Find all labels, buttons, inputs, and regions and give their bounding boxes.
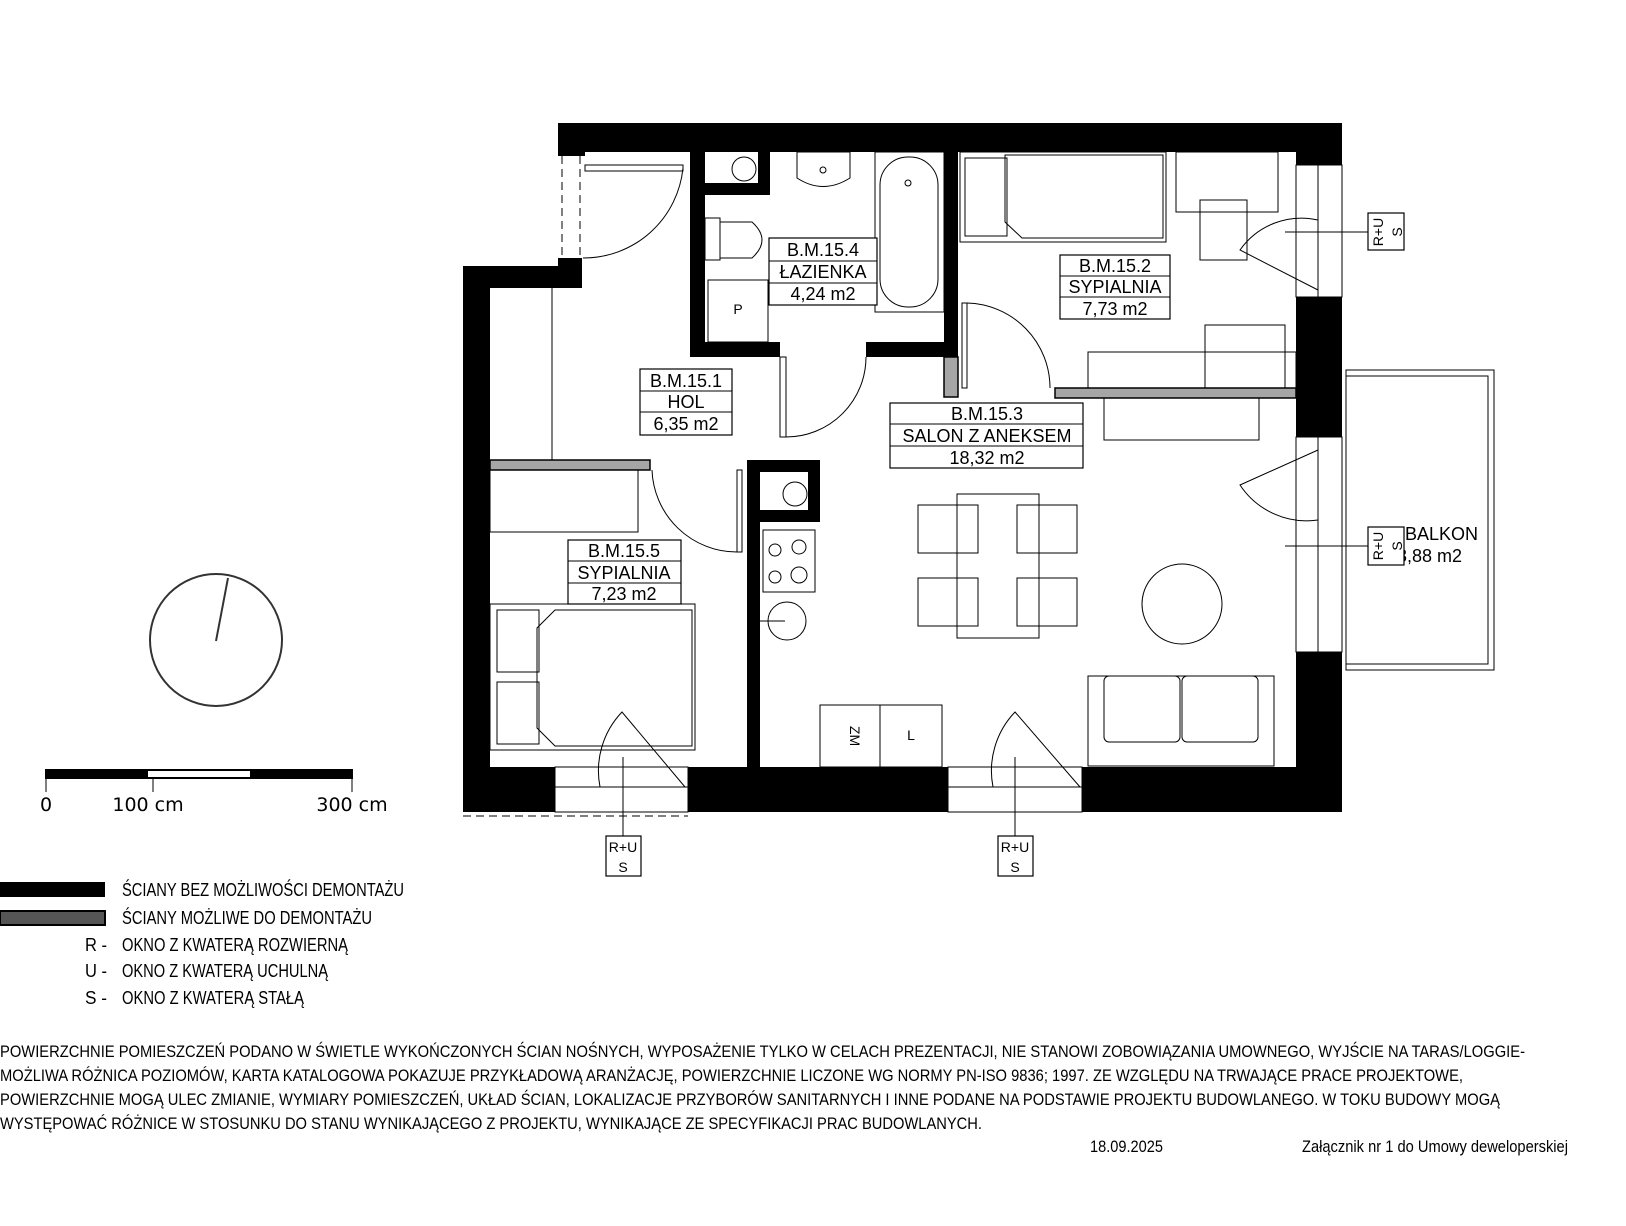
svg-text:B.M.15.1: B.M.15.1 [650, 371, 722, 391]
bedroom-north-furniture [959, 151, 1297, 441]
svg-text:R -: R - [85, 935, 107, 955]
living-furniture [917, 493, 1275, 767]
svg-text:S: S [1389, 227, 1405, 236]
svg-text:R+U: R+U [1370, 532, 1386, 560]
kitchen: ZM L [760, 481, 943, 768]
svg-text:7,23 m2: 7,23 m2 [591, 584, 656, 604]
svg-text:B.M.15.3: B.M.15.3 [951, 404, 1023, 424]
scale-bar: 0 100 cm 300 cm [40, 769, 388, 816]
balcony-area: 3,88 m2 [1397, 546, 1462, 566]
north-arrow-compass [149, 573, 283, 707]
attachment-note: Załącznik nr 1 do Umowy deweloperskiej [1302, 1137, 1568, 1156]
svg-text:R+U: R+U [1370, 218, 1386, 246]
svg-text:7,73 m2: 7,73 m2 [1082, 299, 1147, 319]
balcony-name: BALKON [1405, 524, 1478, 544]
legend: ŚCIANY BEZ MOŻLIWOŚCI DEMONTAŻU ŚCIANY M… [0, 879, 404, 1008]
svg-text:S -: S - [85, 988, 107, 1008]
bedroom-door-north [961, 302, 1051, 389]
bedroom-door-south [651, 469, 743, 553]
svg-text:R+U: R+U [1001, 839, 1029, 855]
svg-text:100 cm: 100 cm [112, 794, 183, 816]
windows [463, 164, 1343, 817]
legend-removable-wall-swatch [0, 910, 106, 926]
svg-text:SALON Z ANEKSEM: SALON Z ANEKSEM [902, 426, 1071, 446]
load-bearing-walls [463, 123, 1342, 812]
window-marker-bottom-left: R+U S [605, 835, 642, 877]
svg-text:WYSTĘPOWAĆ RÓŻNICE W STOSUNKU: WYSTĘPOWAĆ RÓŻNICE W STOSUNKU DO STANU W… [0, 1114, 982, 1133]
window-marker-right-top: R+U S [1367, 212, 1405, 251]
dishwasher-label: L [907, 727, 915, 743]
svg-text:MOŻLIWA RÓŻNICA POZIOMÓW, KART: MOŻLIWA RÓŻNICA POZIOMÓW, KARTA KATALOGO… [0, 1066, 1463, 1085]
legend-fixed-wall-swatch [0, 882, 105, 897]
svg-text:SYPIALNIA: SYPIALNIA [1068, 277, 1161, 297]
svg-text:HOL: HOL [667, 392, 704, 412]
svg-text:4,24 m2: 4,24 m2 [790, 284, 855, 304]
svg-text:S: S [1010, 859, 1019, 875]
svg-text:R+U: R+U [609, 839, 637, 855]
svg-text:S: S [1389, 541, 1405, 550]
room-label-salon: B.M.15.3 SALON Z ANEKSEM 18,32 m2 [889, 402, 1084, 469]
room-label-hol: B.M.15.1 HOL 6,35 m2 [639, 368, 733, 436]
svg-text:300 cm: 300 cm [316, 794, 387, 816]
svg-text:POWIERZCHNIE POMIESZCZEŃ PODAN: POWIERZCHNIE POMIESZCZEŃ PODANO W ŚWIETL… [0, 1042, 1525, 1061]
bedroom-south-furniture [489, 603, 696, 751]
window-marker-bottom-right: R+U S [997, 835, 1034, 877]
svg-text:0: 0 [40, 794, 52, 816]
svg-text:ŚCIANY MOŻLIWE DO DEMONTAŻU: ŚCIANY MOŻLIWE DO DEMONTAŻU [122, 907, 372, 928]
svg-text:POWIERZCHNIE MOGĄ ULEC ZMIANIE: POWIERZCHNIE MOGĄ ULEC ZMIANIE, WYMIARY … [0, 1090, 1501, 1109]
svg-text:SYPIALNIA: SYPIALNIA [577, 563, 670, 583]
room-label-lazienka: B.M.15.4 ŁAZIENKA 4,24 m2 [768, 237, 878, 306]
balcony: BALKON 3,88 m2 [1345, 369, 1495, 671]
entrance-door [561, 156, 684, 259]
svg-text:6,35 m2: 6,35 m2 [653, 414, 718, 434]
svg-text:S: S [618, 859, 627, 875]
bathroom-fixtures: P [704, 151, 945, 343]
fridge-label: ZM [847, 726, 863, 746]
svg-text:OKNO Z KWATERĄ STAŁĄ: OKNO Z KWATERĄ STAŁĄ [122, 988, 305, 1008]
washer-label: P [733, 301, 742, 317]
date: 18.09.2025 [1090, 1137, 1163, 1156]
svg-text:B.M.15.4: B.M.15.4 [787, 240, 859, 260]
svg-text:B.M.15.2: B.M.15.2 [1079, 256, 1151, 276]
room-label-sypialnia-south: B.M.15.5 SYPIALNIA 7,23 m2 [567, 539, 682, 605]
svg-text:ŁAZIENKA: ŁAZIENKA [779, 262, 866, 282]
svg-text:OKNO Z KWATERĄ ROZWIERNĄ: OKNO Z KWATERĄ ROZWIERNĄ [122, 935, 349, 955]
window-marker-right-balcony: R+U S [1367, 526, 1405, 566]
svg-text:ŚCIANY BEZ MOŻLIWOŚCI DEMONTAŻ: ŚCIANY BEZ MOŻLIWOŚCI DEMONTAŻU [122, 879, 404, 900]
svg-text:B.M.15.5: B.M.15.5 [588, 541, 660, 561]
room-label-sypialnia-north: B.M.15.2 SYPIALNIA 7,73 m2 [1059, 254, 1171, 320]
wardrobe [489, 469, 639, 533]
svg-text:OKNO Z KWATERĄ UCHULNĄ: OKNO Z KWATERĄ UCHULNĄ [122, 961, 329, 981]
disclaimer-notes: POWIERZCHNIE POMIESZCZEŃ PODANO W ŚWIETL… [0, 1042, 1568, 1156]
svg-text:U -: U - [85, 961, 107, 981]
svg-text:18,32 m2: 18,32 m2 [949, 448, 1024, 468]
bathroom-door [779, 356, 867, 438]
